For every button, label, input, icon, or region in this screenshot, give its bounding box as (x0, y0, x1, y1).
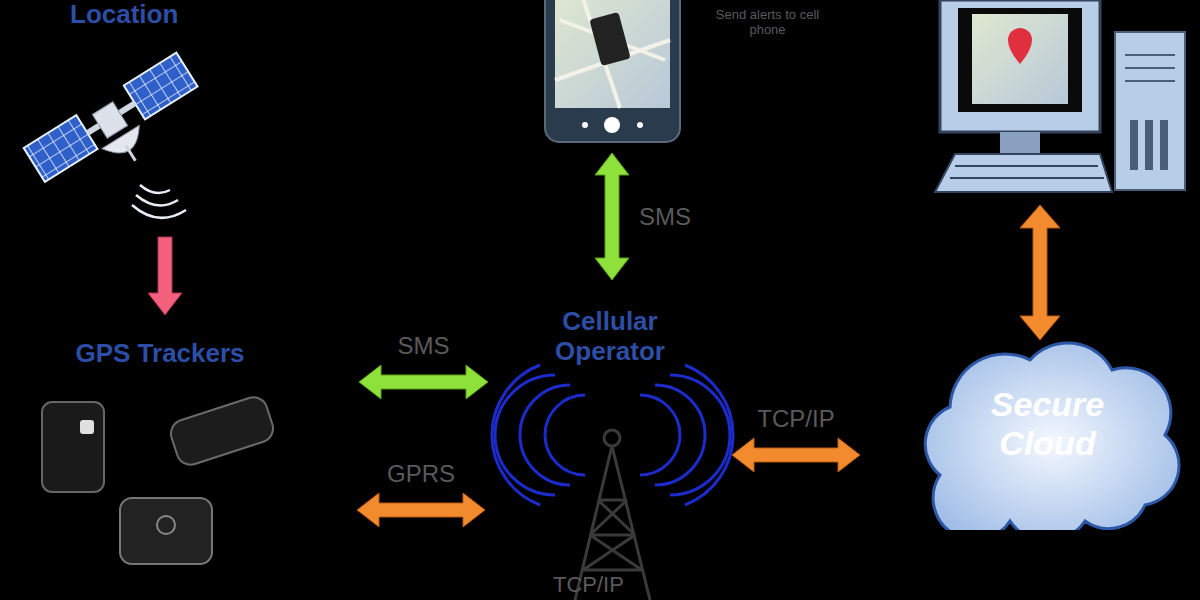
node-heading: GPS Trackers (35, 339, 285, 369)
node-heading: Cellular Operator (520, 307, 700, 367)
phone-illustration (545, 0, 680, 142)
tower-node: Cellular Operator (520, 305, 702, 600)
phone-node: Send alerts to cell phone (545, 0, 835, 145)
cloud-text: Secure Cloud (955, 385, 1140, 463)
cloud-computer-arrow (1020, 205, 1060, 340)
double-arrow (359, 365, 488, 399)
cloud-node: Secure Cloud (900, 325, 1195, 530)
double-arrow (732, 438, 860, 472)
satellite-illustration (24, 53, 214, 208)
edge-label: SMS (636, 203, 694, 231)
double-arrow (148, 237, 182, 315)
double-arrow (357, 493, 485, 527)
node-heading: Location (70, 0, 210, 30)
tracker-node: GPS Trackers (35, 335, 287, 575)
tower-illustration (492, 365, 733, 600)
edge-label: TCP/IP (754, 405, 837, 433)
edge-label: SMS (394, 332, 452, 360)
double-arrow (595, 153, 629, 280)
tracker-devices (42, 394, 277, 564)
protocol-label: TCP/IP (553, 572, 624, 597)
computer-illustration (935, 0, 1185, 192)
phone-caption: Send alerts to cell phone (705, 8, 830, 38)
signal-waves (132, 185, 186, 218)
edge-label: GPRS (384, 460, 458, 488)
satellite-node: Location (20, 0, 212, 215)
